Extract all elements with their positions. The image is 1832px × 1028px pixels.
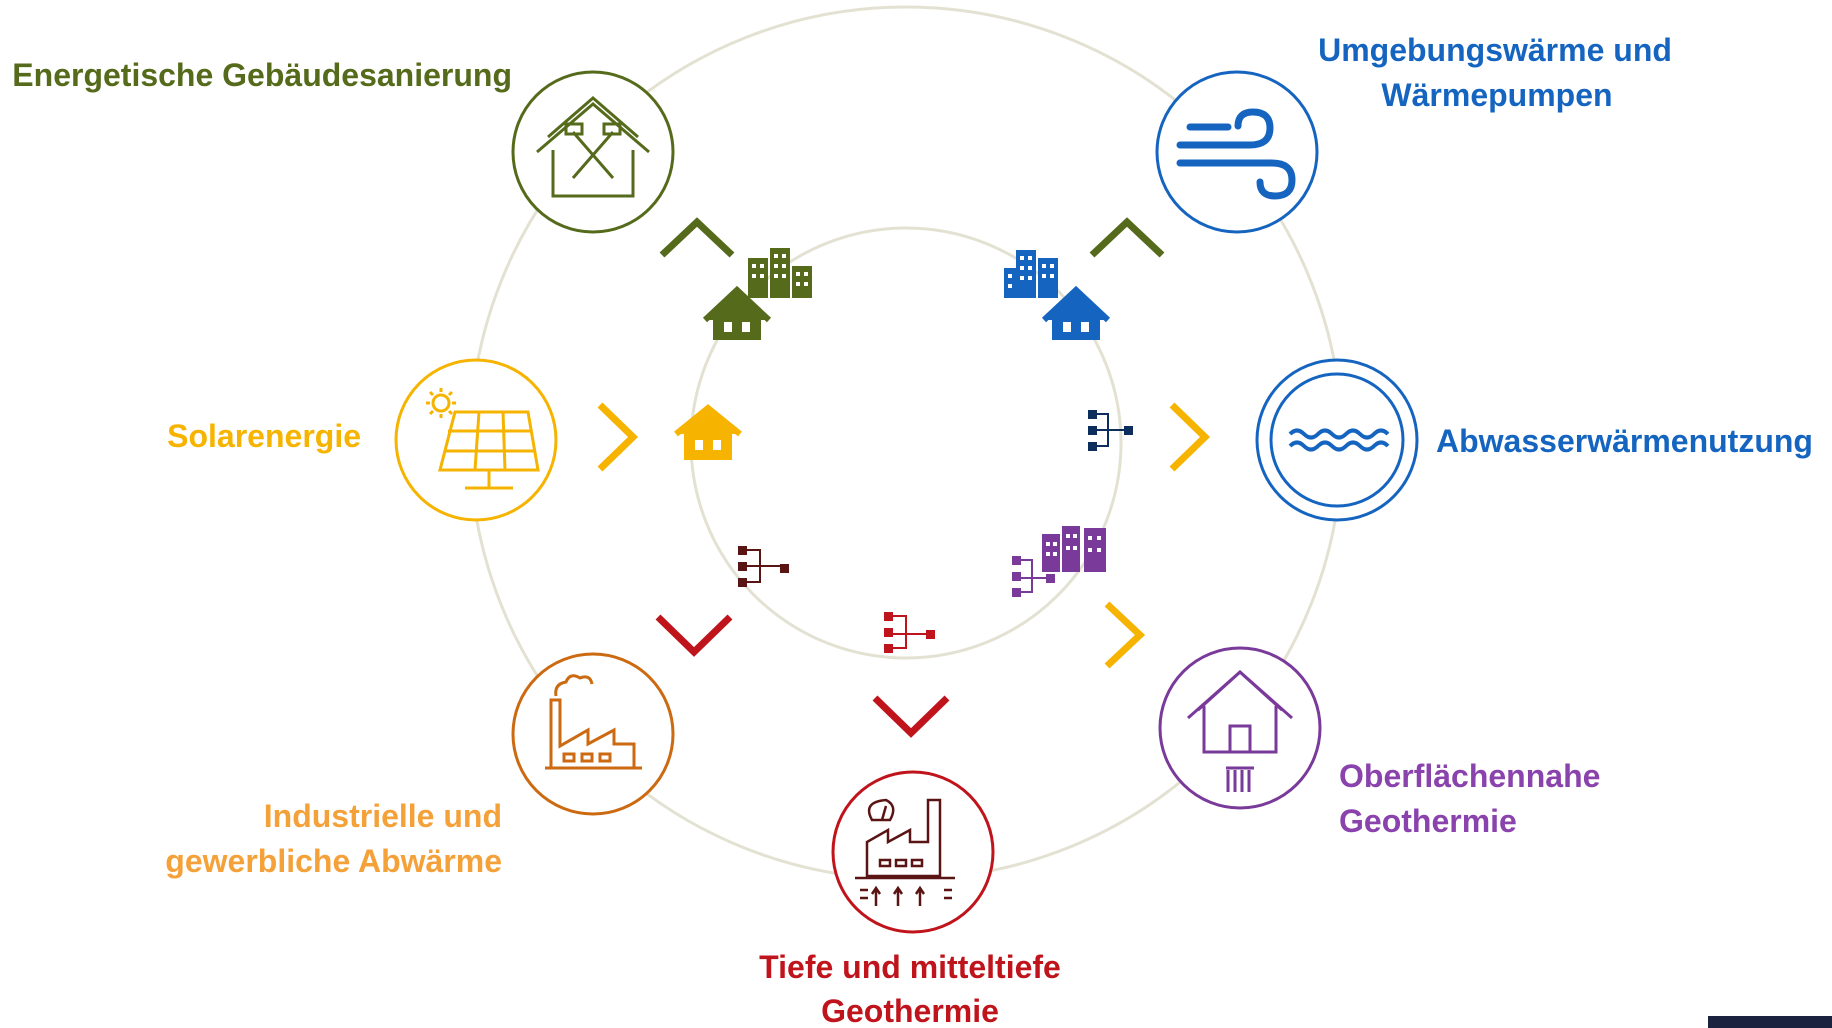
source-abwasser <box>1255 358 1419 522</box>
house-icon <box>702 285 772 340</box>
label-oberflaeche-line1: Oberflächennahe <box>1339 758 1600 794</box>
chevron-up-icon <box>1089 217 1165 258</box>
house-with-tools-icon <box>536 96 650 198</box>
source-gebaeude <box>511 70 675 234</box>
wastewater-icon <box>1288 428 1390 452</box>
ground-house-icon <box>1187 669 1293 792</box>
label-abwasser: Abwasserwärmenutzung <box>1436 423 1813 459</box>
house-icon <box>674 404 742 460</box>
solar-panel-icon <box>426 388 540 490</box>
chevron-right-icon <box>1169 402 1211 472</box>
label-industrie-line2: gewerbliche Abwärme <box>165 843 502 879</box>
buildings-icon <box>1004 250 1058 298</box>
source-tiefe <box>831 770 995 934</box>
network-icon <box>738 546 789 587</box>
factory-icon <box>545 674 642 770</box>
network-icon <box>1088 410 1133 451</box>
buildings-icon <box>1042 526 1106 572</box>
label-umgebung-line1: Umgebungswärme und <box>1318 32 1672 68</box>
network-icon <box>1012 556 1055 597</box>
label-tiefe-line2: Geothermie <box>821 993 999 1028</box>
chevron-down-icon <box>655 614 733 657</box>
chevron-down-icon <box>872 695 950 738</box>
geothermal-plant-icon <box>855 798 955 906</box>
network-icon <box>884 612 935 653</box>
chevron-right-icon <box>1104 601 1146 669</box>
label-oberflaeche-line2: Geothermie <box>1339 803 1517 839</box>
buildings-icon <box>748 248 812 298</box>
corner-decoration <box>1708 1016 1832 1028</box>
house-icon <box>1041 285 1111 340</box>
source-solar <box>394 358 558 522</box>
chevron-right-icon <box>597 402 639 472</box>
wind-icon <box>1176 108 1296 200</box>
label-umgebung-line2: Wärmepumpen <box>1381 77 1612 113</box>
label-solar: Solarenergie <box>167 418 361 454</box>
source-umgebung <box>1155 70 1319 234</box>
source-industrie <box>511 652 675 816</box>
label-gebaeude: Energetische Gebäudesanierung <box>12 57 512 93</box>
chevron-up-icon <box>659 217 735 258</box>
label-tiefe-line1: Tiefe und mitteltiefe <box>759 949 1061 985</box>
label-industrie-line1: Industrielle und <box>264 798 502 834</box>
source-oberflaeche <box>1158 646 1322 810</box>
